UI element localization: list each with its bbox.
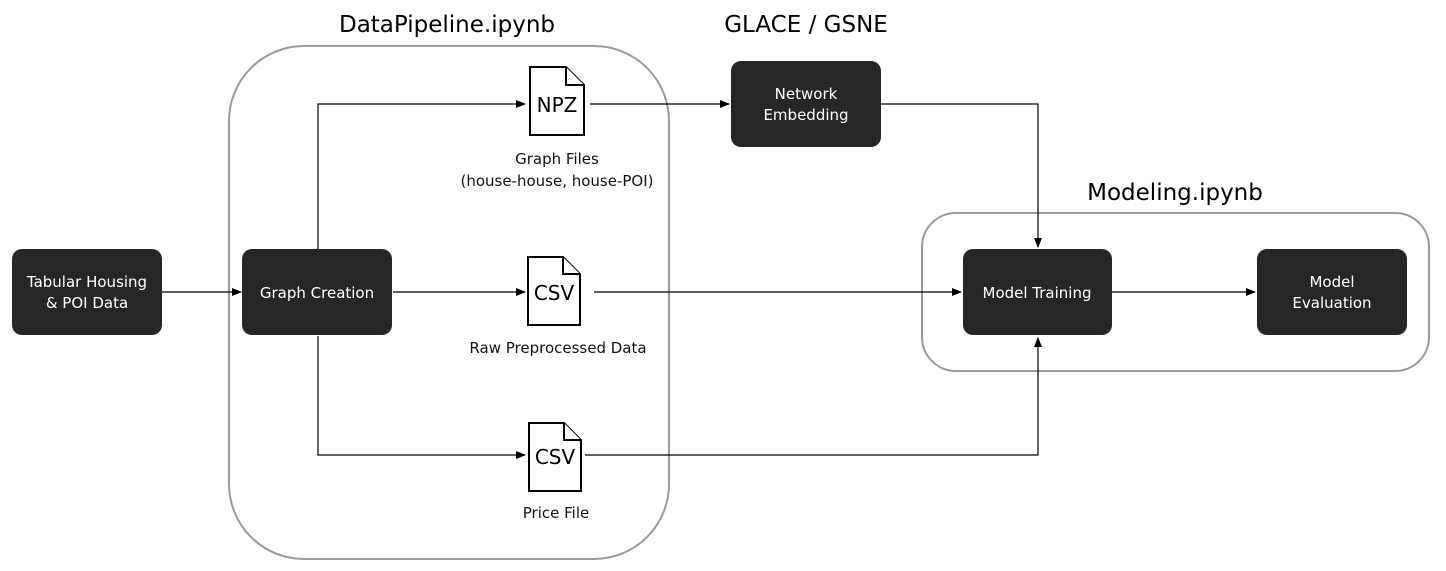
price-csv-caption: Price File bbox=[523, 504, 589, 522]
edge-graph-creation-to-npz bbox=[317, 100, 526, 249]
model-evaluation-label-line1: Model bbox=[1309, 273, 1354, 291]
npz-caption-line2: (house-house, house-POI) bbox=[460, 172, 653, 190]
model-training-label: Model Training bbox=[983, 284, 1092, 302]
graph-creation-label: Graph Creation bbox=[260, 284, 374, 302]
tabular-data-node: Tabular Housing & POI Data bbox=[12, 249, 162, 335]
network-embedding-label-line1: Network bbox=[775, 85, 838, 103]
price-csv-file-type: CSV bbox=[535, 445, 576, 469]
model-evaluation-label-line2: Evaluation bbox=[1292, 294, 1371, 312]
graph-creation-node: Graph Creation bbox=[242, 249, 392, 335]
npz-caption-line1: Graph Files bbox=[515, 150, 599, 168]
model-training-node: Model Training bbox=[963, 249, 1112, 335]
edge-network-embedding-to-model-training bbox=[881, 103, 1042, 248]
model-evaluation-node: Model Evaluation bbox=[1257, 249, 1407, 335]
datapipeline-group bbox=[228, 45, 670, 560]
network-embedding-node: Network Embedding bbox=[731, 61, 881, 147]
raw-csv-file-type: CSV bbox=[534, 281, 575, 305]
edge-price-csv-to-model-training bbox=[585, 337, 1042, 456]
raw-csv-caption: Raw Preprocessed Data bbox=[469, 339, 646, 357]
raw-csv-file-icon: CSV bbox=[527, 256, 581, 326]
glace-title: GLACE / GSNE bbox=[724, 12, 888, 38]
datapipeline-title: DataPipeline.ipynb bbox=[339, 12, 555, 38]
tabular-data-label-line2: & POI Data bbox=[46, 294, 128, 312]
price-csv-file-icon: CSV bbox=[528, 422, 582, 492]
npz-file-icon: NPZ bbox=[529, 66, 585, 136]
network-embedding-label-line2: Embedding bbox=[763, 106, 848, 124]
npz-file-type: NPZ bbox=[537, 93, 578, 117]
edge-graph-creation-to-price-csv bbox=[317, 336, 526, 459]
tabular-data-label-line1: Tabular Housing bbox=[26, 273, 147, 291]
modeling-title: Modeling.ipynb bbox=[1087, 180, 1263, 206]
